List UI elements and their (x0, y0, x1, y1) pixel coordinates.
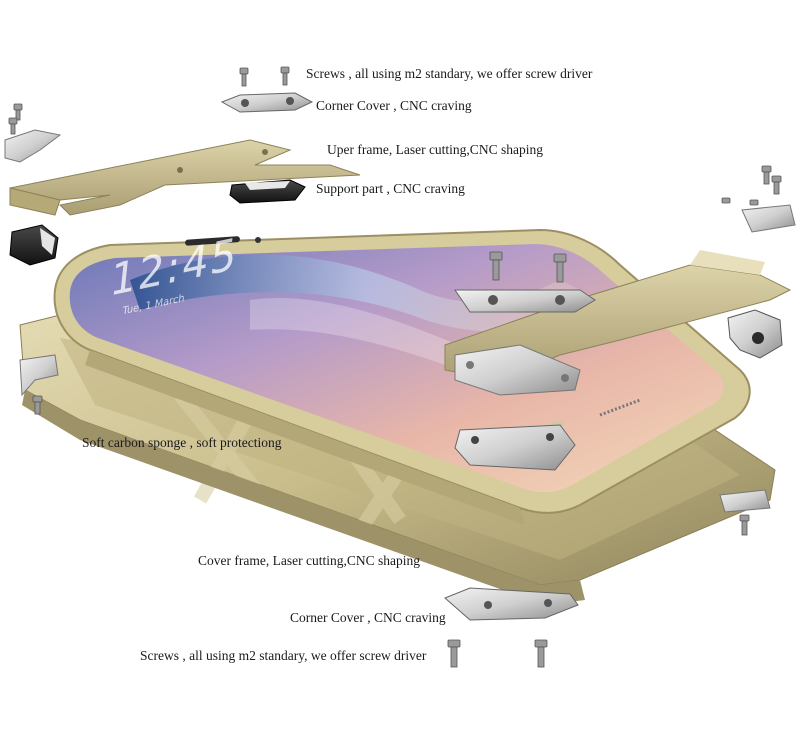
label-corner-cover-bottom: Corner Cover , CNC craving (290, 610, 446, 625)
bottom-corner-cover-on-phone (454, 424, 576, 471)
top-corner-cover (220, 92, 314, 113)
right-support-part (727, 309, 783, 359)
label-support-part: Support part , CNC craving (316, 181, 465, 196)
bottom-corner-cover (444, 587, 579, 621)
label-carbon-sponge: Soft carbon sponge , soft protectiong (82, 435, 282, 450)
label-corner-cover-top: Corner Cover , CNC craving (316, 98, 472, 113)
screw-icon (8, 66, 782, 668)
right-corner-cover (719, 204, 796, 513)
label-screws-bottom: Screws , all using m2 standary, we offer… (140, 648, 427, 663)
left-corner-cover (4, 129, 62, 397)
label-screws-top: Screws , all using m2 standary, we offer… (306, 66, 593, 81)
label-cover-frame: Cover frame, Laser cutting,CNC shaping (198, 553, 420, 568)
top-corner-cover-on-phone (454, 289, 596, 313)
top-support-part (229, 179, 306, 204)
left-support-part (9, 224, 59, 266)
upper-frame (9, 139, 361, 216)
label-upper-frame: Uper frame, Laser cutting,CNC shaping (327, 142, 543, 157)
right-frame (444, 250, 792, 396)
